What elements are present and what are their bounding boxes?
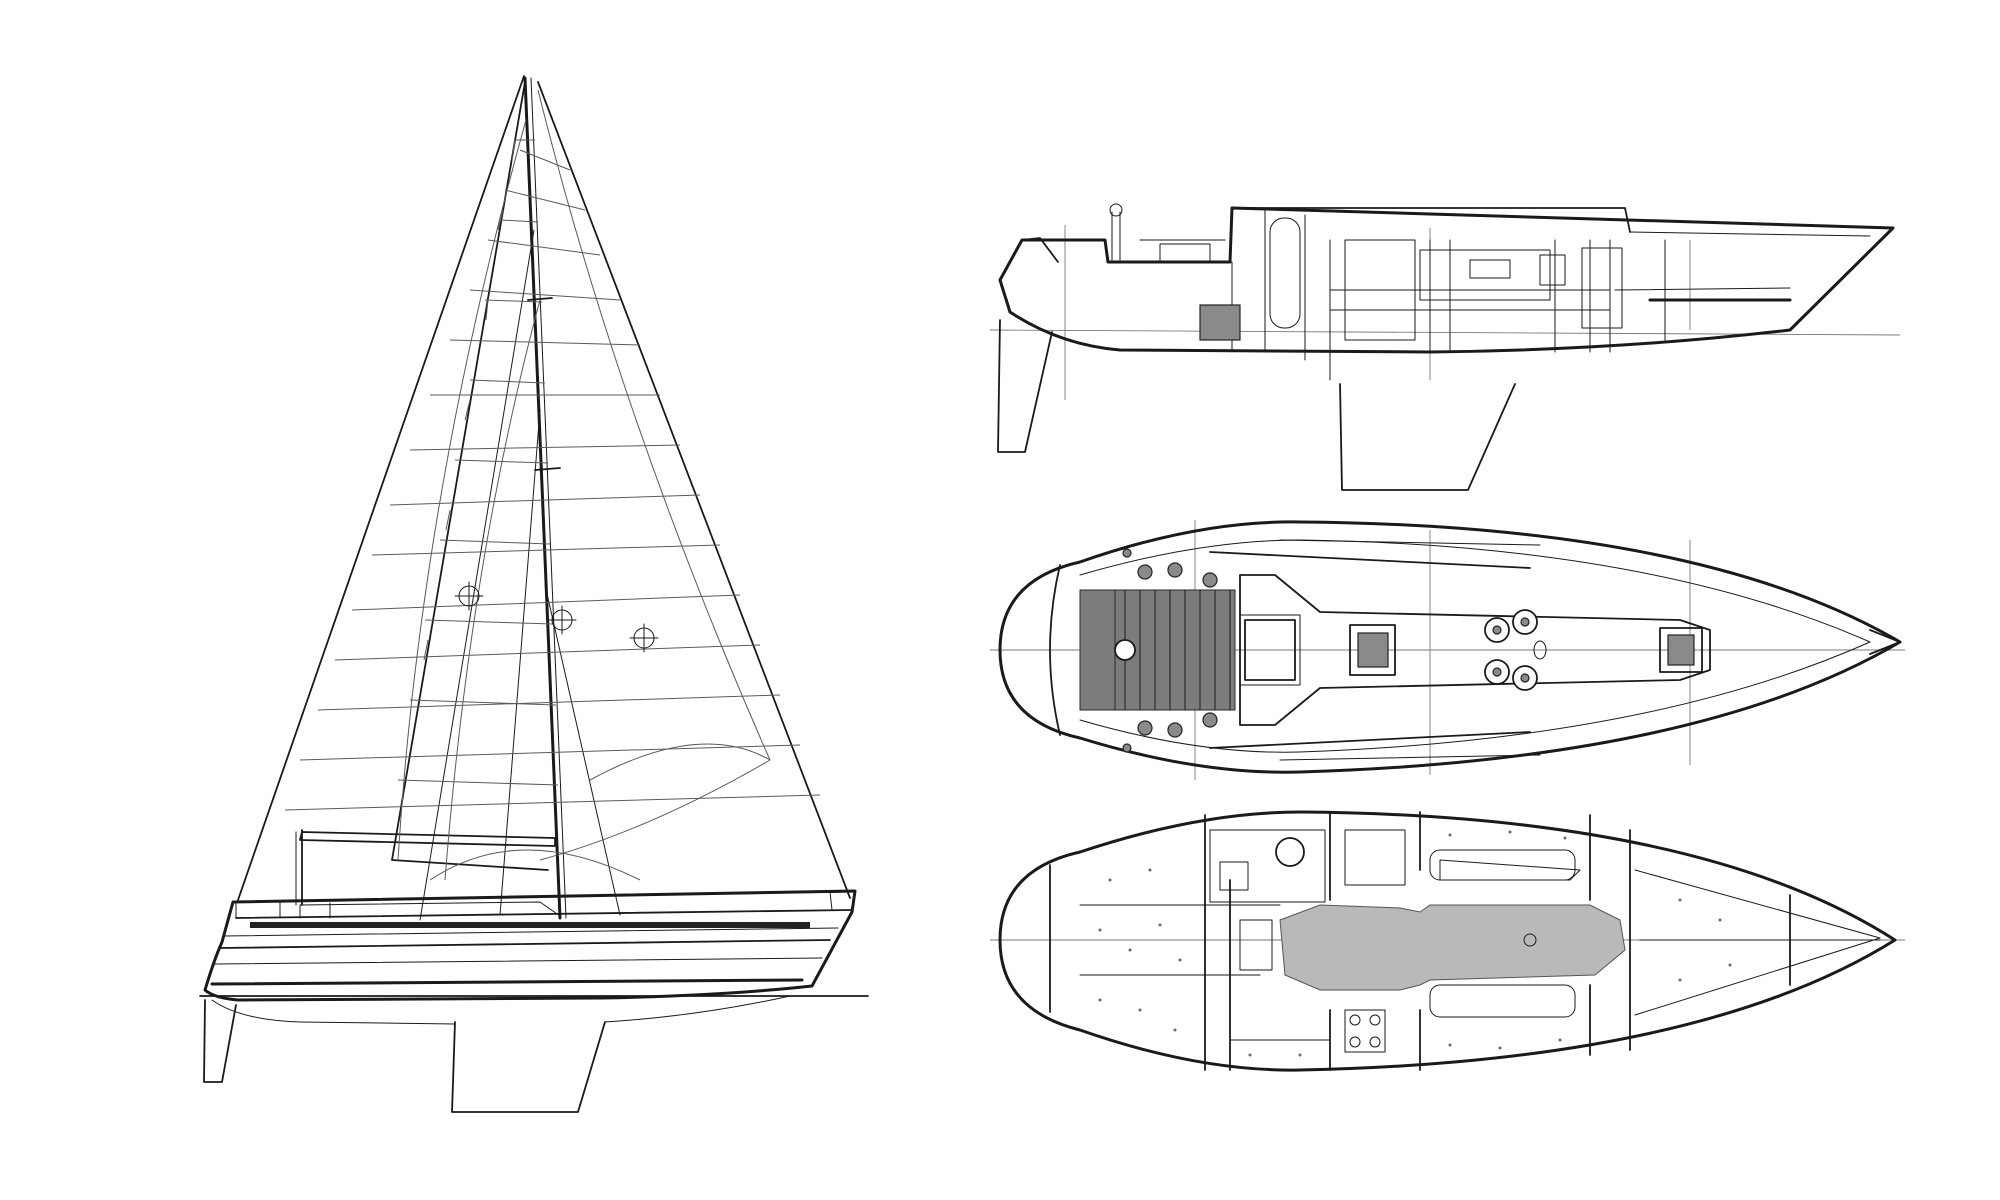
profile-cabin bbox=[1231, 207, 1631, 233]
companionway-hatch bbox=[1349, 624, 1396, 676]
saloon-settee-port bbox=[1429, 849, 1576, 881]
deck-hardware bbox=[250, 922, 810, 928]
genoa-panels bbox=[284, 149, 821, 811]
deck-hull bbox=[998, 520, 1902, 774]
lifelines bbox=[235, 891, 851, 919]
profile-keel bbox=[1339, 383, 1516, 491]
head-compartment bbox=[1209, 829, 1326, 903]
cabin-sole bbox=[1279, 904, 1626, 991]
boom bbox=[299, 831, 556, 847]
deck-winches bbox=[1122, 548, 1218, 753]
profile-engine bbox=[1199, 304, 1241, 341]
mast-winches bbox=[1484, 609, 1547, 691]
toilet bbox=[1275, 837, 1305, 867]
nav-station bbox=[1239, 919, 1273, 971]
sail-plan bbox=[199, 75, 869, 1113]
spinnaker bbox=[537, 89, 771, 861]
deck-line bbox=[235, 909, 853, 919]
saloon-settee-stbd bbox=[1429, 984, 1576, 1018]
forward-hatch bbox=[1659, 627, 1703, 673]
profile-locker bbox=[1419, 249, 1551, 301]
spreader bbox=[527, 297, 553, 301]
cabin-trunk bbox=[299, 901, 561, 919]
head-sink bbox=[1219, 861, 1249, 891]
rudder bbox=[203, 999, 237, 1083]
galley-stove bbox=[1344, 1009, 1386, 1053]
sheer-stripe bbox=[219, 939, 831, 949]
sail-centroid-symbols bbox=[454, 581, 659, 653]
galley-sink bbox=[1344, 829, 1406, 886]
keel bbox=[451, 1021, 606, 1113]
inboard-profile bbox=[989, 203, 1901, 491]
mainsail-panels bbox=[397, 139, 559, 786]
hull bbox=[203, 889, 857, 1002]
mainsail bbox=[391, 81, 549, 871]
saloon-table bbox=[1523, 933, 1537, 947]
deck-plan bbox=[990, 520, 1905, 780]
wheel-pedestal bbox=[1114, 639, 1136, 661]
accommodation-plan bbox=[990, 810, 1905, 1072]
underbody bbox=[211, 995, 791, 1025]
forestay bbox=[537, 81, 851, 899]
mast bbox=[523, 76, 562, 920]
spreader bbox=[534, 467, 561, 471]
boot-stripe bbox=[210, 978, 804, 986]
v-berth bbox=[1634, 869, 1881, 1016]
profile-window bbox=[1269, 217, 1301, 329]
profile-rudder bbox=[997, 319, 1053, 453]
backstay bbox=[237, 75, 525, 901]
saloon-settee-port bbox=[1439, 859, 1581, 881]
accommodation-hull bbox=[998, 810, 1897, 1072]
berth-cushions bbox=[1098, 830, 1732, 1057]
deck-cabin-top bbox=[1239, 574, 1711, 726]
